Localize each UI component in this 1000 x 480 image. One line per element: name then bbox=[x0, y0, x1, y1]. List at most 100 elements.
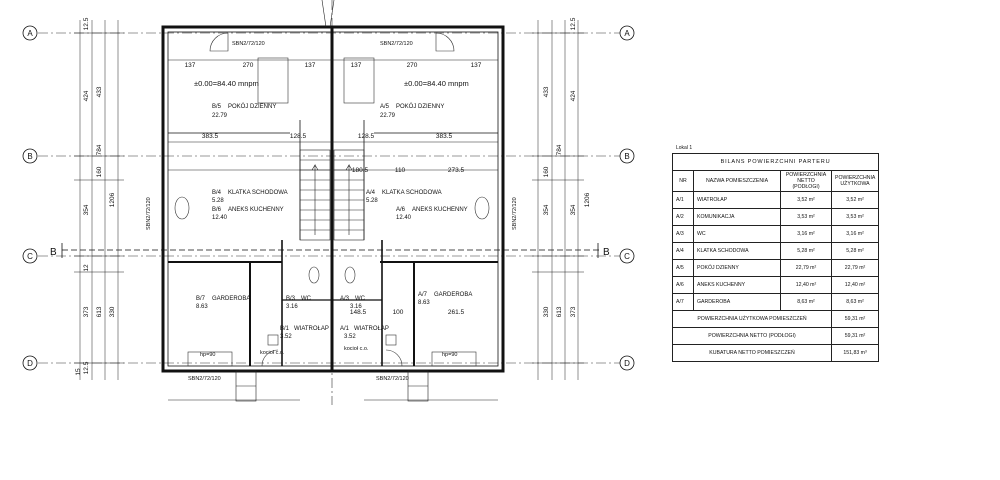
header-name: NAZWA POMIESZCZENIA bbox=[693, 170, 781, 192]
room-b1-area: 3.52 bbox=[280, 334, 292, 340]
window-label-side-left: SBN2/72/120 bbox=[146, 197, 152, 230]
dim-left-outer-6: 613 bbox=[96, 306, 103, 317]
dim-right-inner-1: 433 bbox=[543, 86, 550, 97]
section-label-left: B bbox=[50, 247, 57, 258]
hp-label-right: hp=90 bbox=[442, 352, 457, 358]
table-title: BILANS POWIERZCHNI PARTERU bbox=[671, 153, 880, 171]
dim-left-outer-3: 784 bbox=[96, 144, 103, 155]
room-a7-code: A/7 bbox=[418, 292, 428, 298]
room-a6-name: ANEKS KUCHENNY bbox=[412, 207, 468, 213]
dim-right-outer-6: 613 bbox=[556, 306, 563, 317]
summary-row: POWIERZCHNIA NETTO (PODŁOGI) 59,31 m² bbox=[672, 327, 880, 345]
room-b1-code: B/1 bbox=[280, 326, 290, 332]
dim-top-1: 137 bbox=[185, 62, 196, 69]
lokal-label: Lokal 1 bbox=[676, 145, 693, 151]
row-name: KLATKA SCHODOWA bbox=[693, 242, 781, 260]
row-name: WIATROŁAP bbox=[693, 191, 781, 209]
room-a1-name: WIATROŁAP bbox=[354, 326, 389, 332]
window-label-bottom-right: SBN2/72/120 bbox=[376, 376, 409, 382]
dim-left-outer-5: 354 bbox=[83, 204, 90, 215]
room-b7-code: B/7 bbox=[196, 296, 206, 302]
summary-label: POWIERZCHNIA NETTO (PODŁOGI) bbox=[672, 327, 832, 345]
boiler-label-left: kocioł c.o. bbox=[260, 350, 285, 356]
row-netto: 5,28 m² bbox=[780, 242, 832, 260]
room-a4-area: 5.28 bbox=[366, 198, 378, 204]
room-b3-area: 3.16 bbox=[286, 304, 298, 310]
room-a6-area: 12.40 bbox=[396, 215, 412, 221]
table-row: A/1 WIATROŁAP 3,52 m² 3,52 m² bbox=[672, 191, 880, 209]
dim-left-outer-8: 12.5 bbox=[83, 361, 90, 374]
window-label-bottom-left: SBN2/72/120 bbox=[188, 376, 221, 382]
dim-right-outer-4: 1206 bbox=[584, 192, 591, 207]
dim-left-inner-4: 12 bbox=[83, 264, 90, 272]
axis-label-left-d: D bbox=[27, 359, 33, 368]
header-netto: POWIERZCHNIA NETTO (PODŁOGI) bbox=[780, 170, 832, 192]
row-name: POKÓJ DZIENNY bbox=[693, 259, 781, 277]
room-b5-code: B/5 bbox=[212, 104, 222, 110]
row-nr: A/5 bbox=[672, 259, 694, 277]
axis-label-right-a: A bbox=[624, 29, 630, 38]
table-row: A/3 WC 3,16 m² 3,16 m² bbox=[672, 225, 880, 243]
room-b7-area: 8.63 bbox=[196, 304, 208, 310]
room-a3-code: A/3 bbox=[340, 296, 350, 302]
table-row: A/4 KLATKA SCHODOWA 5,28 m² 5,28 m² bbox=[672, 242, 880, 260]
dim-left-outer-4: 1206 bbox=[109, 192, 116, 207]
dim-right-outer-1: 12.5 bbox=[570, 17, 577, 30]
row-uzytkowa: 12,40 m² bbox=[830, 276, 880, 294]
room-b5-area: 22.79 bbox=[212, 113, 228, 119]
room-b5-name: POKÓJ DZIENNY bbox=[228, 103, 276, 110]
dim-top-6: 137 bbox=[471, 62, 482, 69]
row-name: GARDEROBA bbox=[693, 293, 781, 311]
row-netto: 8,63 m² bbox=[780, 293, 832, 311]
room-a5-name: POKÓJ DZIENNY bbox=[396, 103, 444, 110]
floor-plan-drawing: A B C D A B C D B B 12.5 424 784 1206 35… bbox=[22, 0, 635, 405]
row-uzytkowa: 3,52 m² bbox=[830, 191, 880, 209]
level-mark-right: ±0.00=84.40 mnpm bbox=[404, 79, 469, 88]
dim-right-outer-5: 354 bbox=[570, 204, 577, 215]
room-a7-area: 8.63 bbox=[418, 300, 430, 306]
room-b6-area: 12.40 bbox=[212, 215, 228, 221]
summary-value: 59,31 m² bbox=[830, 327, 880, 345]
room-b7-name: GARDEROBA bbox=[212, 296, 250, 302]
dim-mid-1: 383.5 bbox=[202, 133, 219, 140]
dim-left-outer-7: 373 bbox=[83, 306, 90, 317]
entrance-steps bbox=[168, 370, 498, 402]
grid-axis-lines bbox=[38, 0, 620, 405]
section-label-right: B bbox=[603, 247, 610, 258]
table-row: A/7 GARDEROBA 8,63 m² 8,63 m² bbox=[672, 293, 880, 311]
dim-left-outer-2: 424 bbox=[83, 90, 90, 101]
axis-label-right-d: D bbox=[624, 359, 630, 368]
summary-value: 151,83 m³ bbox=[830, 344, 880, 362]
row-netto: 3,53 m² bbox=[780, 208, 832, 226]
window-label-top-right: SBN2/72/120 bbox=[380, 41, 413, 47]
summary-row: POWIERZCHNIA UŻYTKOWA POMIESZCZEŃ 59,31 … bbox=[672, 310, 880, 328]
axis-label-right-b: B bbox=[624, 152, 629, 161]
room-a7-name: GARDEROBA bbox=[434, 292, 472, 298]
row-uzytkowa: 3,53 m² bbox=[830, 208, 880, 226]
room-a3-name: WC bbox=[355, 296, 366, 302]
room-b4-area: 5.28 bbox=[212, 198, 224, 204]
row-netto: 3,52 m² bbox=[780, 191, 832, 209]
axis-label-left-c: C bbox=[27, 252, 33, 261]
room-b4-code: B/4 bbox=[212, 190, 222, 196]
room-b6-code: B/6 bbox=[212, 207, 222, 213]
section-marks bbox=[61, 243, 600, 258]
top-path bbox=[321, 0, 335, 28]
dim-top-2: 270 bbox=[243, 62, 254, 69]
dim-left-inner-5: 330 bbox=[109, 306, 116, 317]
building-walls bbox=[161, 25, 505, 373]
row-nr: A/4 bbox=[672, 242, 694, 260]
level-mark-left: ±0.00=84.40 mnpm bbox=[194, 79, 259, 88]
room-a3-area: 3.16 bbox=[350, 304, 362, 310]
room-b6-name: ANEKS KUCHENNY bbox=[228, 207, 284, 213]
dim-mid-2: 128.5 bbox=[290, 133, 307, 140]
row-netto: 22,79 m² bbox=[780, 259, 832, 277]
row-netto: 12,40 m² bbox=[780, 276, 832, 294]
row-name: ANEKS KUCHENNY bbox=[693, 276, 781, 294]
row-uzytkowa: 3,16 m² bbox=[830, 225, 880, 243]
row-netto: 3,16 m² bbox=[780, 225, 832, 243]
row-nr: A/3 bbox=[672, 225, 694, 243]
room-a5-code: A/5 bbox=[380, 104, 390, 110]
top-dimensions bbox=[168, 59, 498, 171]
room-a1-code: A/1 bbox=[340, 326, 350, 332]
